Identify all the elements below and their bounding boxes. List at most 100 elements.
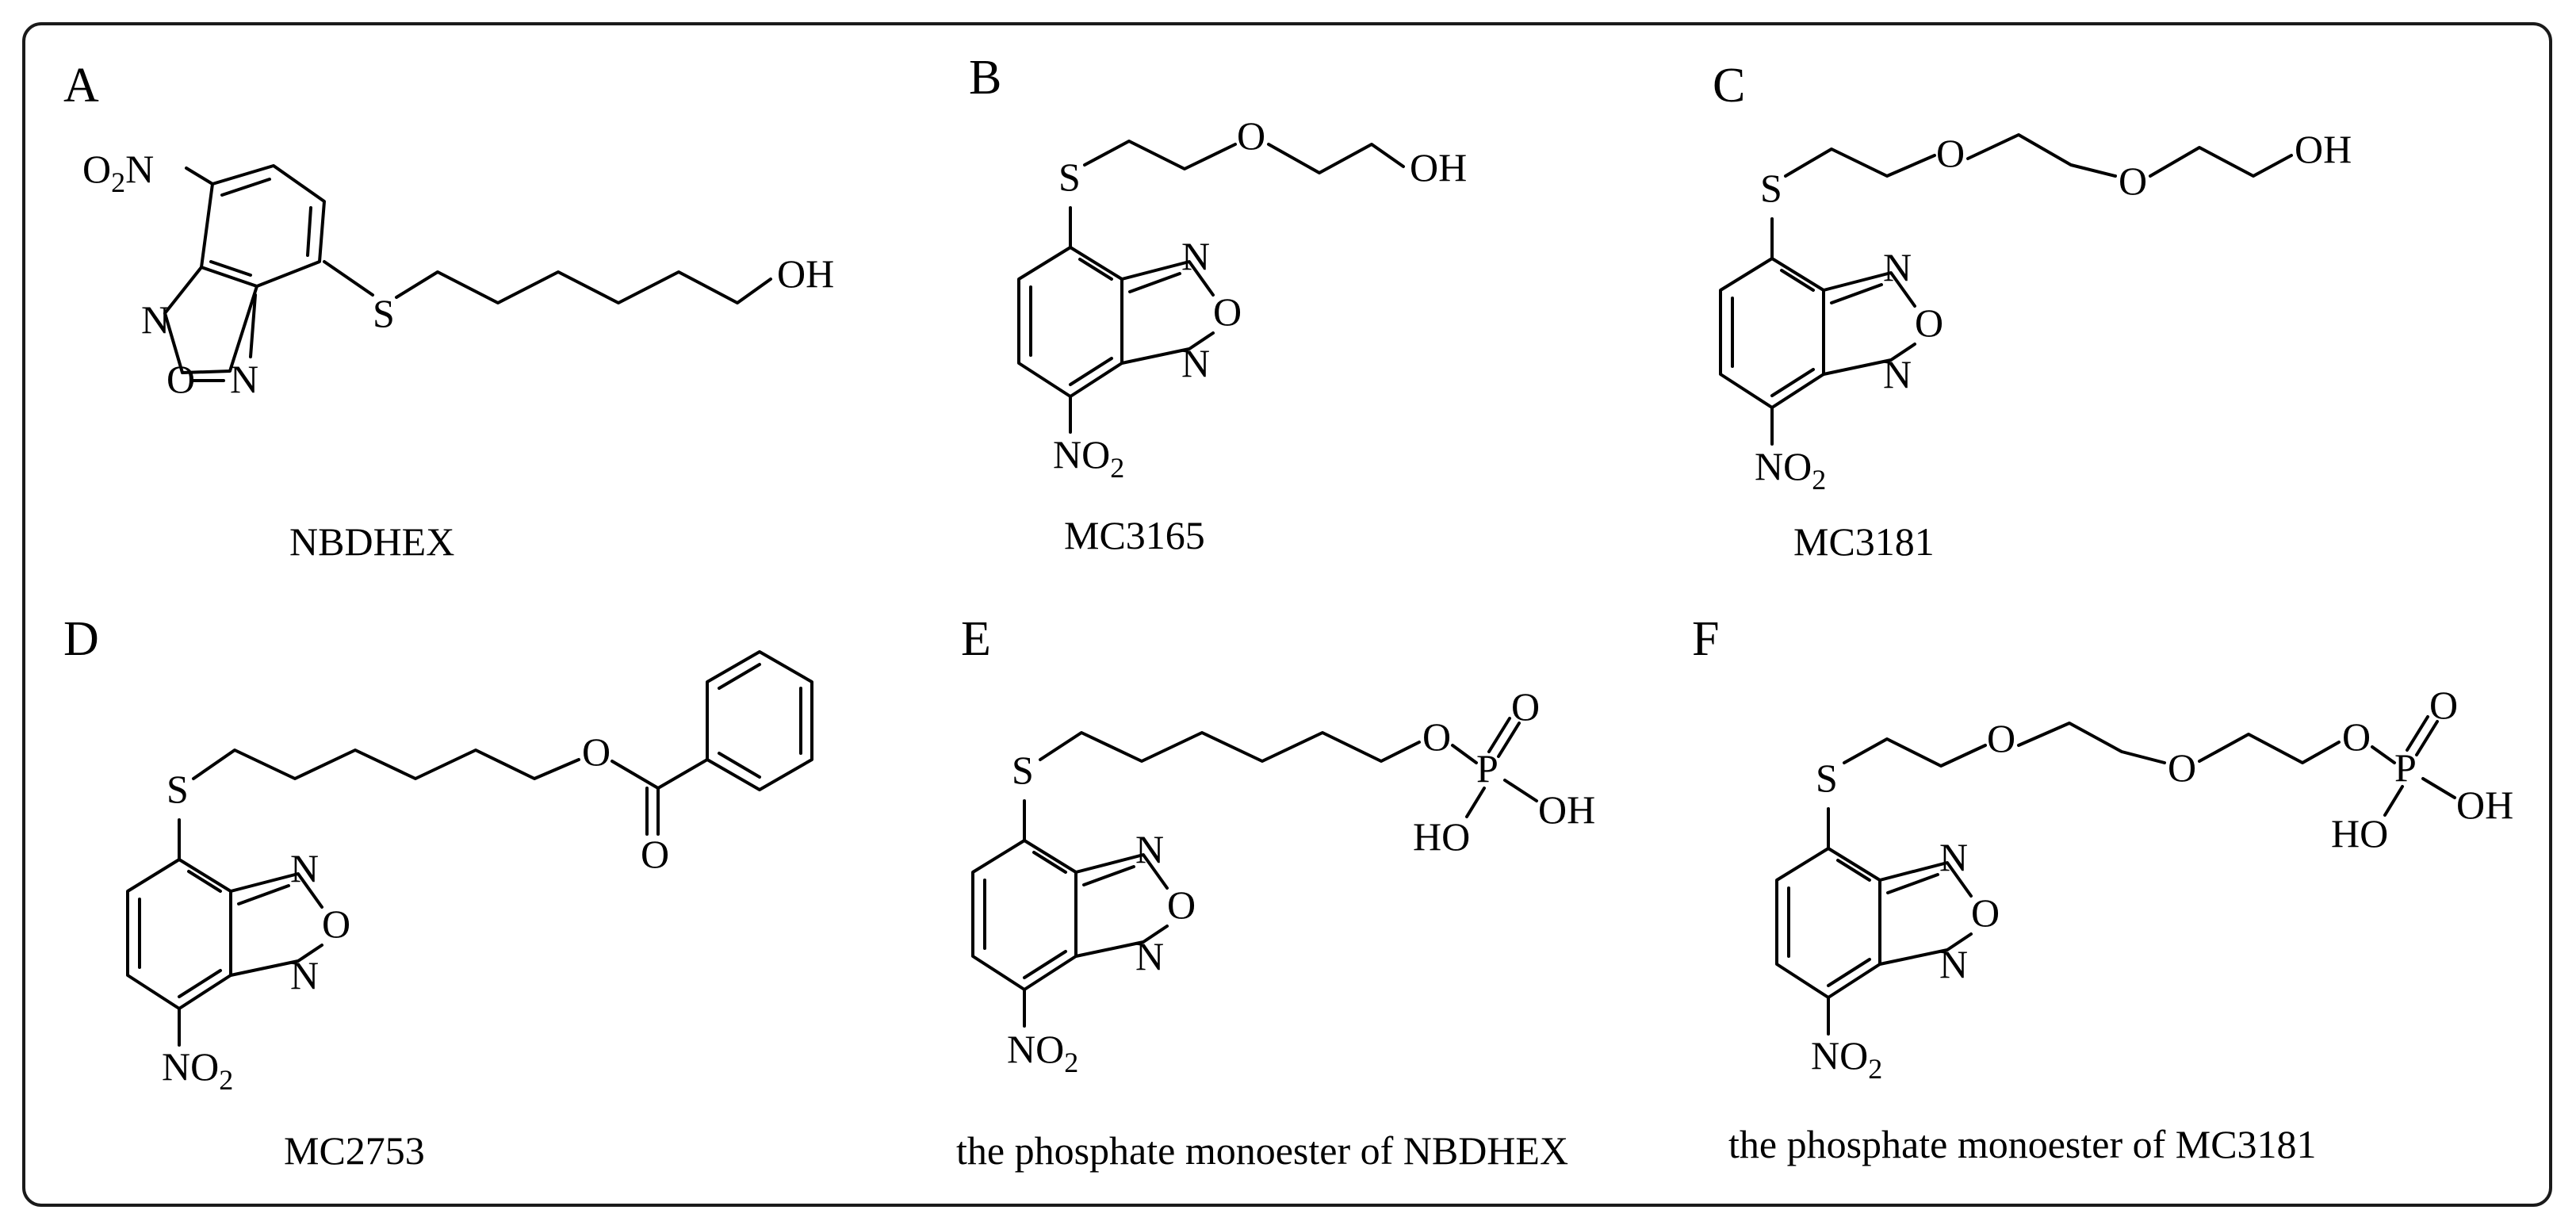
panel-e: E N O N NO2 S O P — [956, 612, 1595, 1173]
nitro-group: NO2 — [1053, 432, 1124, 484]
panel-letter-b: B — [969, 51, 1001, 105]
caption-f: the phosphate monoester of MC3181 — [1728, 1122, 2317, 1166]
chain — [1267, 143, 1405, 174]
double-bond — [1082, 865, 1135, 886]
chain — [2017, 722, 2166, 764]
panel-letter-e: E — [961, 612, 991, 666]
benzene-ring — [1719, 257, 1825, 409]
double-bond — [1032, 851, 1067, 874]
molecule-mc3181: N O N NO2 S O O OH — [1719, 127, 2352, 496]
atom-s: S — [1816, 756, 1838, 800]
benzene-ring — [200, 164, 326, 288]
chain — [1843, 737, 1987, 768]
double-bond — [1770, 368, 1815, 397]
atom-p: P — [2394, 745, 2417, 790]
nitro-bond — [185, 167, 214, 186]
hexyl-chain — [192, 749, 580, 780]
double-bond — [1886, 873, 1939, 894]
atom-p: P — [1476, 746, 1499, 791]
atom-o: O — [1422, 714, 1451, 759]
atom-oh: OH — [2295, 127, 2352, 171]
double-bond — [209, 260, 252, 277]
caption-d: MC2753 — [284, 1128, 425, 1173]
benzene-ring — [971, 839, 1077, 991]
oxadiazole-ring — [1822, 343, 1916, 376]
atom-o: O — [1213, 289, 1242, 334]
atom-o: O — [1936, 131, 1965, 175]
double-bond — [187, 870, 222, 893]
molecule-mc3181-phosphate: N O N NO2 S O O O P O OH — [1775, 683, 2513, 1085]
double-bond — [249, 293, 257, 358]
bond — [1503, 779, 1538, 802]
double-bond — [1836, 859, 1871, 882]
oxadiazole-ring — [229, 944, 323, 977]
double-bond — [220, 178, 271, 197]
atom-s: S — [373, 291, 395, 335]
atom-ho: HO — [1413, 814, 1470, 859]
panel-letter-a: A — [63, 59, 99, 113]
nitro-group: NO2 — [162, 1044, 233, 1096]
panel-b: B N O N NO2 S O OH MC3165 — [969, 51, 1467, 557]
caption-b: MC3165 — [1064, 513, 1205, 557]
chain — [1966, 133, 2117, 178]
hexyl-chain — [395, 270, 772, 304]
bond — [2371, 745, 2396, 764]
atom-n: N — [1135, 827, 1164, 871]
double-bond — [1827, 958, 1871, 987]
benzene-ring — [1775, 847, 1881, 999]
molecule-nbdhex: O2N N O N S OH — [82, 147, 834, 401]
p-o-double-bond — [2415, 720, 2439, 756]
atom-o: O — [641, 832, 669, 876]
panel-c: C N O N NO2 S O O OH — [1713, 59, 2352, 564]
atom-s: S — [1012, 748, 1034, 792]
oxadiazole-ring — [1074, 925, 1169, 958]
atom-o: O — [1237, 113, 1265, 158]
panel-letter-f: F — [1692, 612, 1719, 666]
atom-n: N — [1883, 352, 1912, 396]
atom-n: N — [290, 953, 319, 997]
atom-o: O — [2119, 159, 2147, 203]
atom-n: N — [1135, 934, 1164, 978]
hexyl-chain — [1039, 731, 1421, 763]
double-bond — [237, 884, 290, 905]
double-bond — [306, 206, 312, 257]
phenyl-ring — [706, 650, 813, 791]
atom-o: O — [322, 902, 350, 946]
atom-n: N — [141, 297, 170, 342]
double-bond — [718, 663, 761, 690]
double-bond — [1069, 357, 1113, 386]
oxadiazole-ring — [1878, 932, 1973, 966]
bond — [1451, 744, 1478, 764]
atom-n: N — [290, 846, 319, 890]
benzene-ring — [126, 858, 232, 1010]
p-o-double-bond — [1487, 717, 1511, 753]
panel-letter-c: C — [1713, 59, 1745, 113]
p-o-double-bond — [2406, 715, 2429, 752]
atom-oh: OH — [777, 251, 834, 296]
atom-ho: HO — [2331, 811, 2388, 856]
atom-n: N — [1883, 245, 1912, 289]
chain — [2198, 733, 2341, 764]
atom-o: O — [167, 357, 195, 401]
atom-n: N — [230, 357, 258, 401]
caption-c: MC3181 — [1793, 519, 1935, 564]
oxadiazole-ring — [1120, 260, 1215, 297]
nitro-group: NO2 — [1755, 444, 1826, 496]
double-bond — [718, 752, 761, 779]
oxadiazole-ring — [1120, 331, 1215, 365]
nitro-group: NO2 — [1007, 1027, 1078, 1078]
double-bond — [1128, 272, 1181, 293]
oxadiazole-ring — [163, 266, 258, 374]
atom-o: O — [1915, 301, 1943, 345]
ester-bond — [611, 758, 709, 790]
atom-o: O — [1167, 883, 1196, 927]
molecule-nbdhex-phosphate: N O N NO2 S O P O OH HO — [971, 684, 1595, 1078]
double-bond — [178, 969, 222, 998]
atom-o: O — [1511, 684, 1540, 729]
double-bond — [1830, 283, 1883, 304]
panel-letter-d: D — [63, 612, 99, 666]
panel-f: F N O N NO2 S O O O — [1692, 612, 2513, 1166]
panel-a: A O2N N O N S OH — [63, 59, 834, 564]
bond — [2421, 777, 2456, 799]
double-bond — [1023, 950, 1067, 979]
